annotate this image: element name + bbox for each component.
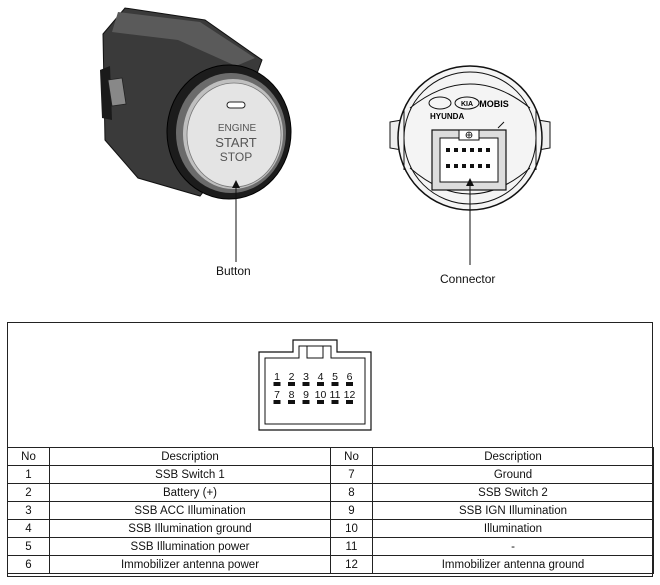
pin-terminal bbox=[288, 400, 295, 404]
header-no-right: No bbox=[330, 447, 373, 466]
pin-number-label: 6 bbox=[347, 371, 353, 383]
pin-description: SSB IGN Illumination bbox=[372, 501, 654, 520]
pin-description: - bbox=[372, 537, 654, 556]
table-header-row: No Description No Description bbox=[7, 447, 654, 466]
pin-description: Battery (+) bbox=[49, 483, 331, 502]
pin-no: 6 bbox=[7, 555, 50, 574]
pin-terminal bbox=[346, 382, 353, 386]
pin-no: 8 bbox=[330, 483, 373, 502]
connector-outline bbox=[258, 339, 372, 431]
pin-no: 10 bbox=[330, 519, 373, 538]
kia-logo bbox=[454, 96, 480, 110]
pin-number-label: 1 bbox=[274, 371, 280, 383]
pin-no: 4 bbox=[7, 519, 50, 538]
pin-number-label: 4 bbox=[318, 371, 324, 383]
start-stop-button-illustration: ENGINE START STOP bbox=[100, 7, 292, 262]
kia-text: KIA bbox=[461, 101, 473, 108]
pin-no: 5 bbox=[7, 537, 50, 556]
pin-description: Immobilizer antenna ground bbox=[372, 555, 654, 574]
table-row: 1 SSB Switch 1 7 Ground bbox=[7, 465, 654, 484]
connector-label: Connector bbox=[440, 272, 496, 286]
pin-description-table: No Description No Description 1 SSB Swit… bbox=[7, 447, 654, 574]
pin-terminal bbox=[317, 382, 324, 386]
table-row: 3 SSB ACC Illumination 9 SSB IGN Illumin… bbox=[7, 501, 654, 520]
header-description-left: Description bbox=[49, 447, 331, 466]
pin-number-label: 2 bbox=[289, 371, 295, 383]
pin-number-label: 3 bbox=[303, 371, 309, 383]
hyundai-logo bbox=[428, 96, 452, 110]
button-label: Button bbox=[216, 264, 251, 278]
pin-number-label: 5 bbox=[332, 371, 338, 383]
table-row: 5 SSB Illumination power 11 - bbox=[7, 537, 654, 556]
connector-rear-illustration: KIA MOBIS HYUNDA bbox=[389, 65, 551, 265]
pin-terminal bbox=[302, 382, 310, 386]
pin-number-label: 10 bbox=[315, 389, 327, 401]
table-row: 2 Battery (+) 8 SSB Switch 2 bbox=[7, 483, 654, 502]
pin-number-label: 11 bbox=[330, 389, 341, 401]
pin-number-label: 9 bbox=[303, 389, 309, 401]
pin-description: SSB ACC Illumination bbox=[49, 501, 331, 520]
pin-description: SSB Switch 2 bbox=[372, 483, 654, 502]
indicator-lamp bbox=[226, 101, 246, 109]
pin-description: SSB Illumination ground bbox=[49, 519, 331, 538]
pin-description: SSB Illumination power bbox=[49, 537, 331, 556]
pin-description: Ground bbox=[372, 465, 654, 484]
hyundai-text: HYUNDA bbox=[430, 112, 464, 121]
button-text-start: START bbox=[215, 135, 256, 150]
pin-terminal bbox=[273, 400, 281, 404]
pin-terminal bbox=[317, 400, 324, 404]
pin-terminal bbox=[331, 382, 339, 386]
mobis-text: MOBIS bbox=[479, 99, 509, 109]
header-no-left: No bbox=[7, 447, 50, 466]
pin-description: Illumination bbox=[372, 519, 654, 538]
pin-no: 1 bbox=[7, 465, 50, 484]
pin-terminal bbox=[331, 400, 339, 404]
pin-no: 3 bbox=[7, 501, 50, 520]
button-text-stop: STOP bbox=[220, 150, 252, 164]
pin-no: 9 bbox=[330, 501, 373, 520]
pin-number-label: 12 bbox=[344, 389, 356, 401]
pin-description: SSB Switch 1 bbox=[49, 465, 331, 484]
header-description-right: Description bbox=[372, 447, 654, 466]
pin-number-label: 7 bbox=[274, 389, 280, 401]
button-text-engine: ENGINE bbox=[218, 123, 257, 134]
pin-terminal bbox=[302, 400, 310, 404]
table-row: 6 Immobilizer antenna power 12 Immobiliz… bbox=[7, 555, 654, 574]
pin-terminal bbox=[288, 382, 295, 386]
pin-number-label: 8 bbox=[289, 389, 295, 401]
pin-no: 11 bbox=[330, 537, 373, 556]
pin-terminal bbox=[273, 382, 281, 386]
pin-description: Immobilizer antenna power bbox=[49, 555, 331, 574]
pin-no: 12 bbox=[330, 555, 373, 574]
pin-no: 2 bbox=[7, 483, 50, 502]
table-row: 4 SSB Illumination ground 10 Illuminatio… bbox=[7, 519, 654, 538]
pin-terminal bbox=[346, 400, 353, 404]
pin-no: 7 bbox=[330, 465, 373, 484]
